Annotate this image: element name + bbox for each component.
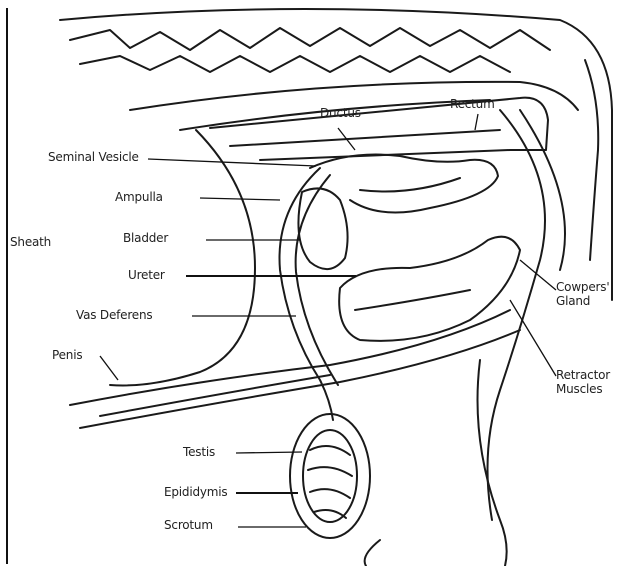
- seminal-vesicle-outline: [310, 155, 498, 213]
- testis-outline: [303, 430, 357, 522]
- vertebrae-row: [70, 28, 550, 50]
- label-ureter: Ureter: [128, 268, 165, 282]
- leg-outline: [478, 360, 507, 566]
- leader-seminal-vesicle: [148, 159, 316, 166]
- leader-penis: [100, 356, 118, 380]
- leader-rectum: [475, 114, 478, 130]
- label-scrotum: Scrotum: [164, 518, 213, 532]
- abdominal-wall: [110, 130, 255, 385]
- label-penis: Penis: [52, 348, 82, 362]
- label-cowpers-gland: Cowpers' Gland: [556, 280, 622, 308]
- label-ductus: Ductus: [320, 106, 361, 120]
- label-seminal-vesicle: Seminal Vesicle: [48, 150, 139, 164]
- pelvic-urethra: [339, 237, 520, 341]
- bladder-outline: [298, 188, 347, 269]
- label-rectum: Rectum: [450, 97, 495, 111]
- label-ampulla: Ampulla: [115, 190, 163, 204]
- label-bladder: Bladder: [123, 231, 168, 245]
- label-retractor-muscles: Retractor Muscles: [556, 368, 622, 396]
- label-vas-deferens: Vas Deferens: [76, 308, 152, 322]
- label-testis: Testis: [183, 445, 215, 459]
- label-epididymis: Epididymis: [164, 485, 227, 499]
- label-sheath: Sheath: [10, 235, 51, 249]
- leader-ampulla: [200, 198, 280, 200]
